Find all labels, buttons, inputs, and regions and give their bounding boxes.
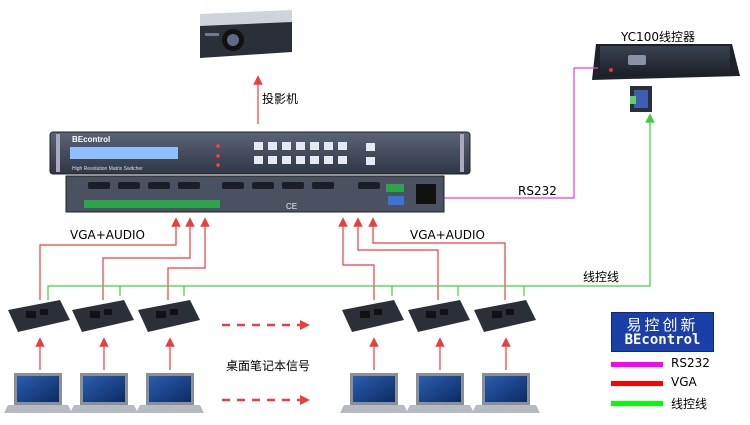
switcher-rear-panel: CE bbox=[65, 175, 445, 213]
vga-audio-label-left: VGA+AUDIO bbox=[70, 228, 145, 242]
yc100-controller bbox=[592, 44, 740, 112]
legend-swatch-control bbox=[611, 401, 663, 406]
laptop-signal-arrows bbox=[35, 337, 511, 370]
floor-boxes bbox=[8, 300, 536, 332]
controller-label: YC100线控器 bbox=[621, 30, 695, 44]
projector bbox=[200, 10, 292, 58]
legend-brand-box: 易控创新 BEcontrol bbox=[611, 312, 714, 352]
vga-audio-label-right: VGA+AUDIO bbox=[410, 228, 485, 242]
laptop bbox=[406, 373, 474, 413]
floor-box bbox=[474, 300, 536, 332]
rs232-label: RS232 bbox=[518, 184, 557, 198]
control-line-label: 线控线 bbox=[583, 270, 620, 284]
continuation-arrows bbox=[222, 323, 300, 402]
floor-box bbox=[138, 300, 200, 332]
floor-box bbox=[8, 300, 70, 332]
control-line bbox=[47, 113, 655, 300]
floor-box bbox=[408, 300, 470, 332]
legend-label-rs232: RS232 bbox=[671, 356, 710, 370]
switcher-subtitle: High Resolution Matrix Switcher bbox=[72, 166, 143, 172]
laptop bbox=[136, 373, 204, 413]
vga-lines-right bbox=[338, 217, 506, 300]
svg-text:CE: CE bbox=[286, 202, 297, 211]
laptop bbox=[472, 373, 540, 413]
projector-label: 投影机 bbox=[262, 92, 299, 106]
legend-brand-cn: 易控创新 bbox=[626, 316, 699, 334]
legend-label-control: 线控线 bbox=[671, 397, 708, 411]
laptop bbox=[70, 373, 138, 413]
laptop bbox=[4, 373, 72, 413]
legend-label-vga: VGA bbox=[671, 375, 697, 389]
vga-lines-left bbox=[39, 217, 210, 300]
laptops bbox=[4, 373, 540, 413]
legend-brand-en: BEcontrol bbox=[624, 332, 701, 348]
laptop bbox=[340, 373, 408, 413]
rs232-line bbox=[430, 68, 575, 199]
floor-box bbox=[72, 300, 134, 332]
legend-swatch-rs232 bbox=[611, 362, 663, 367]
matrix-switcher bbox=[49, 131, 471, 175]
floor-box bbox=[342, 300, 404, 332]
switcher-brand: BEcontrol bbox=[72, 135, 110, 144]
laptops-label: 桌面笔记本信号 bbox=[226, 359, 311, 373]
legend-swatch-vga bbox=[611, 381, 663, 386]
